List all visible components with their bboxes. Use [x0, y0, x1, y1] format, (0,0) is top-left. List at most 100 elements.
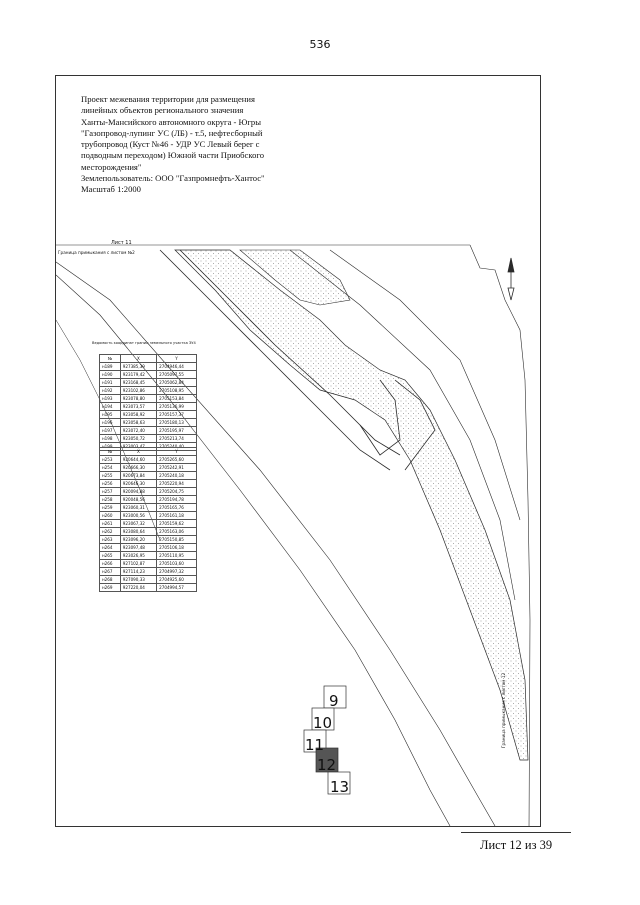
table-cell: 2705097,55 [156, 370, 197, 379]
road-line [329, 249, 521, 521]
title-line: трубопровод (Куст №46 - УДР УС Левый бер… [81, 139, 260, 150]
title-line: месторождения" [81, 161, 142, 172]
table-cell: 923073,57 [119, 402, 158, 411]
title-line: Проект межевания территории для размещен… [81, 94, 255, 104]
boundary-label: Граница примыкания с листом №2 [58, 250, 135, 255]
table-cell: н263 [99, 535, 121, 544]
title-line: линейных объектов регионального значения [81, 105, 244, 116]
table-cell: 2705103,60 [156, 559, 197, 568]
table-cell: н261 [99, 519, 121, 528]
table-cell: 920644,60 [119, 455, 158, 464]
table-header-row: № X Y [99, 354, 197, 363]
sheet-counter: Лист 12 из 39 [480, 838, 553, 852]
sheet-index-cell-13 [327, 771, 351, 795]
sheet-index-diagram: 9 10 11 12 13 [303, 685, 351, 796]
table-cell: 2705150,85 [156, 535, 197, 544]
pipeline-line [179, 249, 401, 456]
table-cell: 920666,30 [119, 463, 158, 472]
table-cell: н192 [99, 386, 121, 395]
table-cell: 2705240,18 [156, 471, 197, 480]
table-cell: н193 [99, 394, 121, 403]
table-cell: 927090,33 [119, 575, 158, 584]
title-line: Ханты-Мансийского автономного округа - Ю… [81, 116, 261, 127]
column-header: X [119, 354, 158, 363]
table-cell: 2705161,18 [156, 511, 197, 520]
table-cell: 923050,72 [119, 434, 158, 443]
table-cell: н196 [99, 418, 121, 427]
table-cell: 2705204,75 [156, 487, 197, 496]
road-line [289, 249, 516, 601]
table-cell: 920094,88 [119, 487, 158, 496]
pipeline-line [394, 379, 436, 471]
boundary-label: Граница примыкания с листом 12 [501, 672, 506, 748]
table-cell: н253 [99, 455, 121, 464]
page-number: 536 [309, 38, 331, 51]
table-cell: 927114,23 [119, 567, 158, 576]
title-block: Проект межевания территории для размещен… [81, 94, 311, 196]
table-cell: н256 [99, 479, 121, 488]
table-cell: 923000,56 [119, 511, 158, 520]
table-cell: 2705136,99 [156, 402, 197, 411]
table-cell: 2705220,94 [156, 479, 197, 488]
sheet-index-cell-11 [303, 729, 327, 753]
table-cell: 2705062,84 [156, 378, 197, 387]
table-cell: н190 [99, 370, 121, 379]
table-cell: 920646,30 [119, 479, 158, 488]
table-cell: 923096,20 [119, 535, 158, 544]
table-cell: 923179,42 [119, 370, 158, 379]
table-cell: 923058,92 [119, 410, 158, 419]
table-cell: 927385,39 [119, 362, 158, 371]
sheet-index-cell-9 [323, 685, 347, 709]
table-cell: 923168,45 [119, 378, 158, 387]
column-header: № [99, 354, 121, 363]
table-cell: н258 [99, 495, 121, 504]
table-cell: н255 [99, 471, 121, 480]
table-cell: н257 [99, 487, 121, 496]
sheet-index-label: 13 [330, 778, 349, 796]
sheet-index-label: 12 [317, 756, 336, 774]
hatched-area [239, 249, 351, 306]
table-cell: н191 [99, 378, 121, 387]
table-cell: 923058,63 [119, 418, 158, 427]
table-cell: н259 [99, 503, 121, 512]
table-caption: Ведомость координат границ земельного уч… [92, 341, 196, 345]
table-cell: 2705110,95 [156, 551, 197, 560]
road-line [56, 261, 496, 826]
table-cell: 2705165,76 [156, 503, 197, 512]
table-cell: 2705213,74 [156, 434, 197, 443]
title-line: подводным переходом) Южной части Приобск… [81, 150, 264, 161]
table-cell: 2704997,32 [156, 567, 197, 576]
table-cell: н195 [99, 410, 121, 419]
table-cell: н268 [99, 575, 121, 584]
table-cell: 923072,40 [119, 426, 158, 435]
table-cell: 920048,56 [119, 495, 158, 504]
table-cell: 2705159,62 [156, 519, 197, 528]
table-cell: 2705106,18 [156, 543, 197, 552]
table-cell: 2705194,78 [156, 495, 197, 504]
table-cell: н266 [99, 559, 121, 568]
table-cell: 2705242,91 [156, 463, 197, 472]
land-user: Землепользователь: ООО "Газпромнефть-Хан… [81, 173, 265, 184]
table-cell: н267 [99, 567, 121, 576]
hatched-corridor [174, 249, 529, 761]
table-cell: н262 [99, 527, 121, 536]
table-cell: 927102,87 [119, 559, 158, 568]
